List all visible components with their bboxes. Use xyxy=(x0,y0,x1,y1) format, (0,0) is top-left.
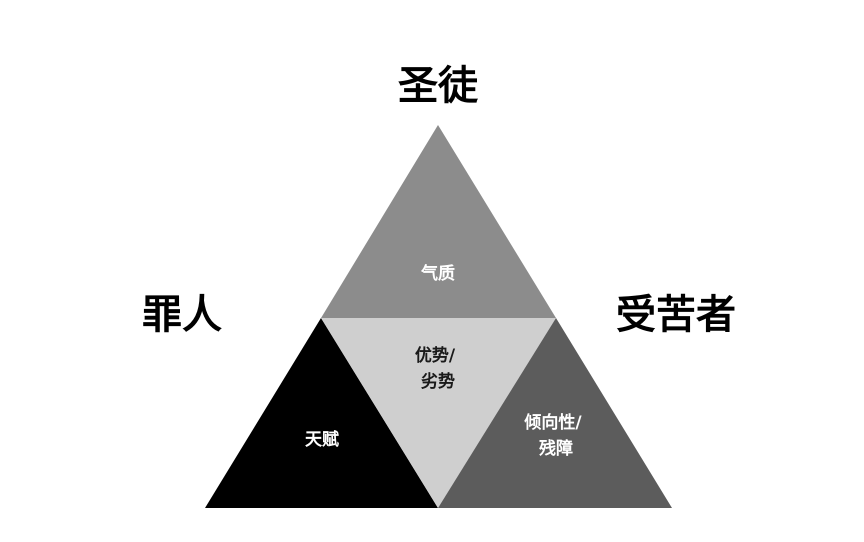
segment-left-label: 天赋 xyxy=(305,429,339,450)
segment-center-triangle xyxy=(321,318,556,508)
segment-left-triangle xyxy=(205,318,438,508)
segment-right-label-line-1: 倾向性/ xyxy=(523,412,582,433)
segment-center-label-line-2: 劣势 xyxy=(421,371,455,392)
segment-center-label: 优势/ 劣势 xyxy=(415,345,461,392)
segment-center-label-line-1: 优势/ xyxy=(415,345,456,366)
segment-right-label-line-2: 残障 xyxy=(539,438,573,459)
label-right: 受苦者 xyxy=(616,292,736,338)
label-left: 罪人 xyxy=(142,292,222,338)
segment-top-label: 气质 xyxy=(420,263,455,284)
segment-left-label-line-1: 天赋 xyxy=(305,429,339,450)
label-top: 圣徒 xyxy=(398,63,479,109)
segment-right-label: 倾向性/ 残障 xyxy=(523,412,587,459)
segment-right-triangle xyxy=(438,318,672,508)
segment-top-label-line-1: 气质 xyxy=(420,263,455,284)
segment-top-triangle xyxy=(321,125,556,318)
